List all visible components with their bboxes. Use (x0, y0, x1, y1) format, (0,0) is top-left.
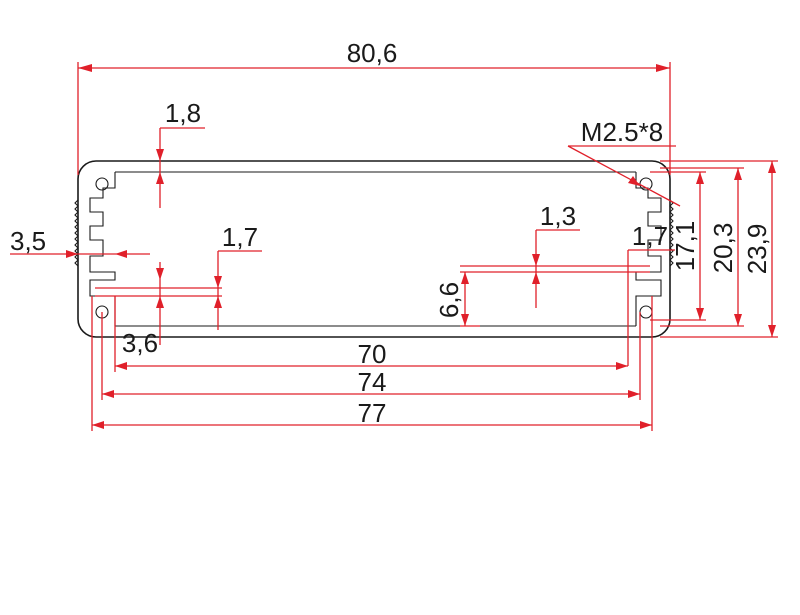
left-knurl (74, 199, 79, 267)
right-slot-profile (635, 172, 662, 326)
inner-step-label: 1,7 (222, 222, 258, 252)
slot-height-label: 6,6 (434, 282, 464, 318)
height-total-label: 23,9 (742, 224, 772, 275)
left-offset-label: 3,5 (10, 226, 46, 256)
dimension-labels: 80,6 1,8 3,5 1,7 3,6 1,3 6,6 70 74 77 M2… (10, 38, 772, 428)
right-step-label: 1,7 (632, 221, 668, 251)
screw-callout-label: M2.5*8 (581, 117, 663, 147)
enclosure-profile (74, 160, 674, 338)
rail-gap-label: 3,6 (122, 328, 158, 358)
right-bottom-screw-hole (639, 305, 653, 319)
left-slot-profile (89, 172, 116, 326)
inner-width-label: 70 (358, 339, 387, 369)
wall-top-label: 1,8 (165, 98, 201, 128)
dimension-lines (10, 62, 778, 431)
height-mid-label: 20,3 (708, 223, 738, 274)
mid-width-label: 74 (358, 367, 387, 397)
rib-thickness-label: 1,3 (540, 201, 576, 231)
overall-width-label: 80,6 (347, 38, 398, 68)
height-inner-label: 17,1 (670, 221, 700, 272)
right-knurl (669, 199, 674, 267)
outer-shell (77, 160, 671, 338)
outer-body-width-label: 77 (358, 398, 387, 428)
left-top-screw-hole (95, 177, 109, 191)
